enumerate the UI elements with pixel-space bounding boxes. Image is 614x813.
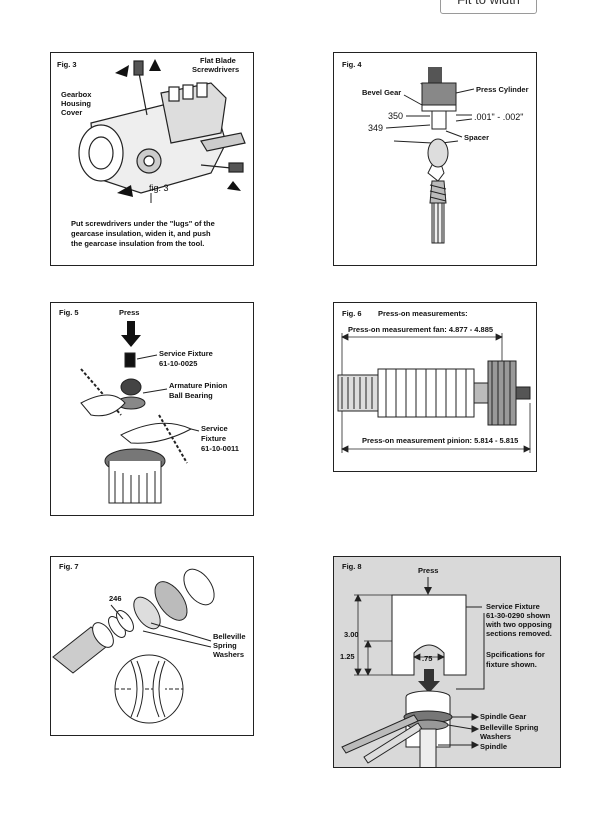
gearbox-housing-drawing bbox=[78, 82, 246, 194]
figure-7-panel: Fig. 7 246 Belleville Spring Washers bbox=[50, 556, 254, 736]
spindle-labels-leaders bbox=[438, 713, 480, 749]
press-cylinder-drawing bbox=[421, 82, 457, 106]
figure-5-illustration: Fig. 5 Press Service Fixture 61-10-0025 … bbox=[59, 308, 239, 504]
spindle-label: Spindle bbox=[480, 742, 507, 751]
gearbox-label-line3: Cover bbox=[61, 108, 82, 117]
dim-0-75: .75 bbox=[422, 654, 432, 663]
fixture-label-1-line2: 61-10-0025 bbox=[159, 359, 197, 368]
figure-5-title: Fig. 5 bbox=[59, 308, 79, 317]
spacer-label: Spacer bbox=[464, 133, 489, 142]
figure-8-illustration: Fig. 8 Press 3.00 1.25 .75 Service Fixtu… bbox=[340, 562, 552, 767]
shaft-assembly-drawing bbox=[385, 110, 473, 244]
fixture-desc-line2: 61-30-0290 shown bbox=[486, 611, 551, 620]
fixture-label-2-line1: Service bbox=[201, 424, 228, 433]
belleville-label-line2: Spring bbox=[213, 641, 237, 650]
label-349: 349 bbox=[368, 123, 383, 133]
figure-4-panel: Fig. 4 Bevel Gear Press Cylinder 350 349… bbox=[333, 52, 537, 266]
gearbox-label-line2: Housing bbox=[61, 99, 91, 108]
figure-7-illustration: Fig. 7 246 Belleville Spring Washers bbox=[52, 562, 246, 724]
press-label: Press bbox=[119, 308, 139, 317]
figure-6-panel: Fig. 6 Press-on measurements: Press-on m… bbox=[333, 302, 537, 472]
figure-3-panel: Fig. 3 Flat Blade Screwdrivers Gearbox H… bbox=[50, 52, 254, 266]
bevel-gear-label: Bevel Gear bbox=[362, 88, 401, 97]
armature-label-line2: Ball Bearing bbox=[169, 391, 213, 400]
pinion-measurement-label: Press-on measurement pinion: 5.814 - 5.8… bbox=[362, 436, 518, 445]
fig3-caption-line3: the gearcase insulation from the tool. bbox=[71, 239, 204, 248]
spindle-gear-label: Spindle Gear bbox=[480, 712, 526, 721]
fixture-label-2-line3: 61-10-0011 bbox=[201, 444, 239, 453]
figure-5-panel: Fig. 5 Press Service Fixture 61-10-0025 … bbox=[50, 302, 254, 516]
label-350: 350 bbox=[388, 111, 403, 121]
screwdriver-drawing bbox=[133, 60, 244, 173]
belleville-label-line1: Belleville bbox=[213, 632, 246, 641]
belleville-spring-label-line1: Belleville Spring bbox=[480, 723, 539, 732]
fixture-label-1-line1: Service Fixture bbox=[159, 349, 213, 358]
bevel-gear-drawing bbox=[421, 104, 457, 112]
figure-6-illustration: Fig. 6 Press-on measurements: Press-on m… bbox=[337, 309, 531, 453]
spec-line1: Spcifications for bbox=[486, 650, 545, 659]
dim-1-25: 1.25 bbox=[340, 652, 355, 661]
label-246: 246 bbox=[109, 594, 122, 603]
figure-8-title: Fig. 8 bbox=[342, 562, 362, 571]
fit-to-width-button[interactable]: Fit to width bbox=[440, 0, 537, 14]
figure-6-title: Fig. 6 bbox=[342, 309, 362, 318]
spindle-exploded-drawing bbox=[52, 568, 215, 724]
fig8-press-label: Press bbox=[418, 566, 438, 575]
fixture-desc-line3: with two opposing bbox=[485, 620, 552, 629]
figure-4-illustration: Fig. 4 Bevel Gear Press Cylinder 350 349… bbox=[342, 60, 529, 244]
figure-3-title: Fig. 3 bbox=[57, 60, 77, 69]
armature-drawing bbox=[337, 360, 531, 426]
press-arrow bbox=[121, 321, 141, 347]
fan-measurement-label: Press-on measurement fan: 4.877 - 4.885 bbox=[348, 325, 493, 334]
fixture-desc-line1: Service Fixture bbox=[486, 602, 540, 611]
belleville-spring-label-line2: Washers bbox=[480, 732, 511, 741]
dim-3-00: 3.00 bbox=[344, 630, 359, 639]
fig3-inline-label: fig. 3 bbox=[149, 183, 169, 193]
figure-8-panel: Fig. 8 Press 3.00 1.25 .75 Service Fixtu… bbox=[333, 556, 561, 768]
bevel-gear-leader bbox=[403, 94, 423, 106]
spindle-assembly-drawing bbox=[341, 690, 453, 767]
flat-blade-label-line1: Flat Blade bbox=[200, 56, 236, 65]
pinion-assembly-drawing bbox=[80, 352, 200, 504]
tolerance-label: .001" - .002" bbox=[474, 112, 523, 122]
press-cylinder-leader bbox=[455, 88, 475, 94]
fig8-press-down-arrow bbox=[418, 669, 440, 693]
press-on-heading: Press-on measurements: bbox=[378, 309, 468, 318]
gearbox-label-line1: Gearbox bbox=[61, 90, 92, 99]
figure-4-title: Fig. 4 bbox=[342, 60, 362, 69]
armature-label-line1: Armature Pinion bbox=[169, 381, 228, 390]
push-arrows bbox=[115, 59, 241, 197]
fixture-dimensions bbox=[354, 594, 445, 676]
figure-3-illustration: Fig. 3 Flat Blade Screwdrivers Gearbox H… bbox=[57, 56, 246, 248]
belleville-label-line3: Washers bbox=[213, 650, 244, 659]
fixture-desc-line4: sections removed. bbox=[486, 629, 552, 638]
fixture-leader-2 bbox=[456, 613, 485, 690]
fixture-label-2-line2: Fixture bbox=[201, 434, 226, 443]
pinion-dimension-line bbox=[341, 403, 531, 453]
fig3-caption-line1: Put screwdrivers under the "lugs" of the bbox=[71, 219, 215, 228]
spec-line2: fixture shown. bbox=[486, 660, 537, 669]
fig8-press-arrow bbox=[424, 587, 432, 595]
fig3-caption-line2: gearcase insulation, widen it, and push bbox=[71, 229, 211, 238]
service-fixture-drawing bbox=[391, 594, 467, 676]
press-cylinder-label: Press Cylinder bbox=[476, 85, 529, 94]
flat-blade-label-line2: Screwdrivers bbox=[192, 65, 239, 74]
figure-7-title: Fig. 7 bbox=[59, 562, 79, 571]
